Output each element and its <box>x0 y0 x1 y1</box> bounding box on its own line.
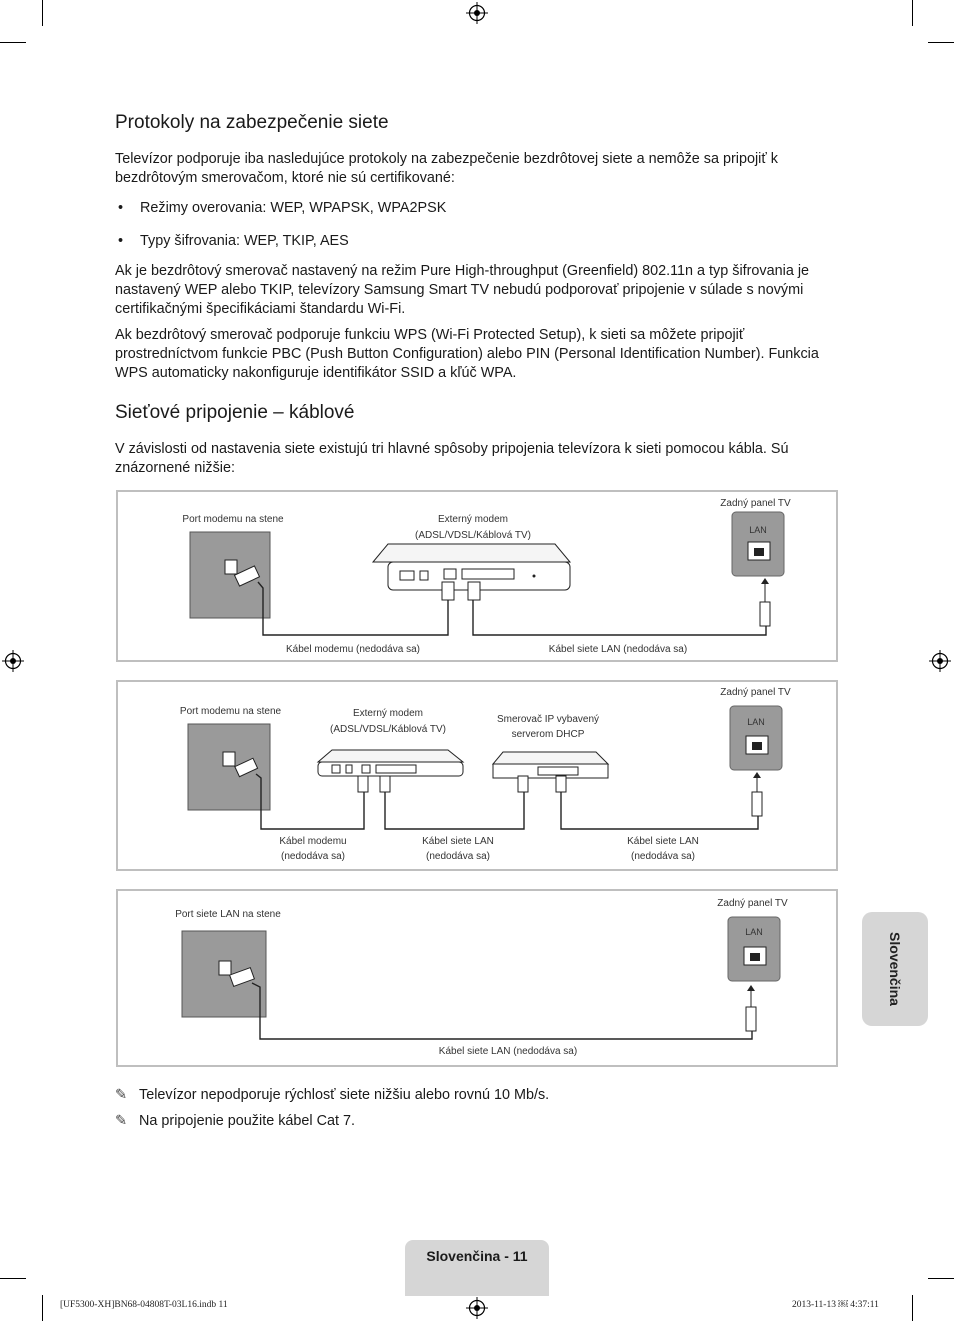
lan-label: LAN <box>749 525 767 535</box>
diagram-wall-lan-to-tv: Port siete LAN na stene Zadný panel TV L… <box>116 889 838 1067</box>
section-title-security: Protokoly na zabezpečenie siete <box>115 112 389 133</box>
modem-label: Externý modem <box>437 514 509 525</box>
cable-lan-label-2: (nedodáva sa) <box>426 851 490 862</box>
cable-modem-label: Kábel modemu <box>279 836 347 847</box>
note-item: ✎ Na pripojenie použite kábel Cat 7. <box>115 1113 355 1129</box>
cable-lan-label: Kábel siete LAN <box>422 836 494 847</box>
tv-panel-label: Zadný panel TV <box>717 898 788 909</box>
cable-lan-label: Kábel siete LAN (nedodáva sa) <box>548 644 688 655</box>
cable-lan-label: Kábel siete LAN <box>627 836 699 847</box>
crop-mark <box>912 0 913 26</box>
pencil-note-icon: ✎ <box>115 1113 128 1129</box>
wall-port-label: Port modemu na stene <box>179 706 282 717</box>
wall-plate <box>190 532 270 618</box>
greenfield-paragraph: Ak je bezdrôtový smerovač nastavený na r… <box>115 263 810 317</box>
registration-mark-icon <box>929 650 951 672</box>
wps-paragraph: Ak bezdrôtový smerovač podporuje funkciu… <box>115 327 819 381</box>
wall-plate <box>187 723 271 811</box>
language-side-tab-label: Slovenčina <box>887 932 903 1006</box>
router-label: Smerovač IP vybavený <box>496 714 600 725</box>
diagram-2-drawing <box>187 705 783 830</box>
crop-mark <box>0 42 26 43</box>
note-item: ✎ Televízor nepodporuje rýchlosť siete ni… <box>115 1087 549 1103</box>
print-info-left: [UF5300-XH]BN68-04808T-03L16.indb 11 <box>60 1300 228 1310</box>
security-intro: Televízor podporuje iba nasledujúce prot… <box>115 151 778 186</box>
modem-label: Externý modem <box>352 708 424 719</box>
crop-mark <box>42 0 43 26</box>
lan-label: LAN <box>745 927 763 937</box>
registration-mark-icon <box>2 650 24 672</box>
note-text: Televízor nepodporuje rýchlosť siete niž… <box>139 1087 550 1103</box>
note-text: Na pripojenie použite kábel Cat 7. <box>139 1113 355 1129</box>
crop-mark <box>42 1295 43 1321</box>
crop-mark <box>0 1278 26 1279</box>
crop-mark <box>912 1295 913 1321</box>
router-label-2: serverom DHCP <box>511 729 585 740</box>
registration-mark-icon <box>466 2 488 24</box>
tv-panel-label: Zadný panel TV <box>720 498 791 509</box>
lan-label: LAN <box>747 717 765 727</box>
cable-modem-label: Kábel modemu (nedodáva sa) <box>286 644 420 655</box>
bullet-text: Režimy overovania: WEP, WPAPSK, WPA2PSK <box>140 200 447 216</box>
cable-lan-label: Kábel siete LAN (nedodáva sa) <box>438 1046 578 1057</box>
page-footer-tab: Slovenčina - 11 <box>405 1240 549 1296</box>
modem-type-label: (ADSL/VDSL/Káblová TV) <box>330 724 446 735</box>
crop-mark <box>928 1278 954 1279</box>
wall-port-label: Port siete LAN na stene <box>175 909 281 920</box>
registration-mark-icon <box>466 1297 488 1319</box>
wall-port-label: Port modemu na stene <box>182 514 284 525</box>
tv-panel-label: Zadný panel TV <box>720 687 791 698</box>
pencil-note-icon: ✎ <box>115 1087 128 1103</box>
diagram-modem-router-tv: Port modemu na stene Externý modem (ADSL… <box>116 680 838 871</box>
diagram-modem-to-tv: Port modemu na stene Externý modem (ADSL… <box>116 490 838 662</box>
crop-mark <box>928 42 954 43</box>
list-item: •Režimy overovania: WEP, WPAPSK, WPA2PSK <box>118 200 447 216</box>
section-title-wired: Sieťové pripojenie – káblové <box>115 402 355 423</box>
diagram-1-drawing <box>189 511 785 636</box>
print-info-right: 2013-11-13 ￼ 4:37:11 <box>792 1300 879 1310</box>
cable-lan-label-2: (nedodáva sa) <box>631 851 695 862</box>
diagram-3-drawing <box>181 916 781 1040</box>
modem-type-label: (ADSL/VDSL/Káblová TV) <box>415 530 531 541</box>
page-number: Slovenčina - 11 <box>426 1248 528 1264</box>
wired-intro: V závislosti od nastavenia siete existuj… <box>115 441 789 476</box>
language-side-tab: Slovenčina <box>862 912 928 1026</box>
cable-modem-label-2: (nedodáva sa) <box>281 851 345 862</box>
list-item: •Typy šifrovania: WEP, TKIP, AES <box>118 233 349 249</box>
bullet-text: Typy šifrovania: WEP, TKIP, AES <box>140 233 349 249</box>
